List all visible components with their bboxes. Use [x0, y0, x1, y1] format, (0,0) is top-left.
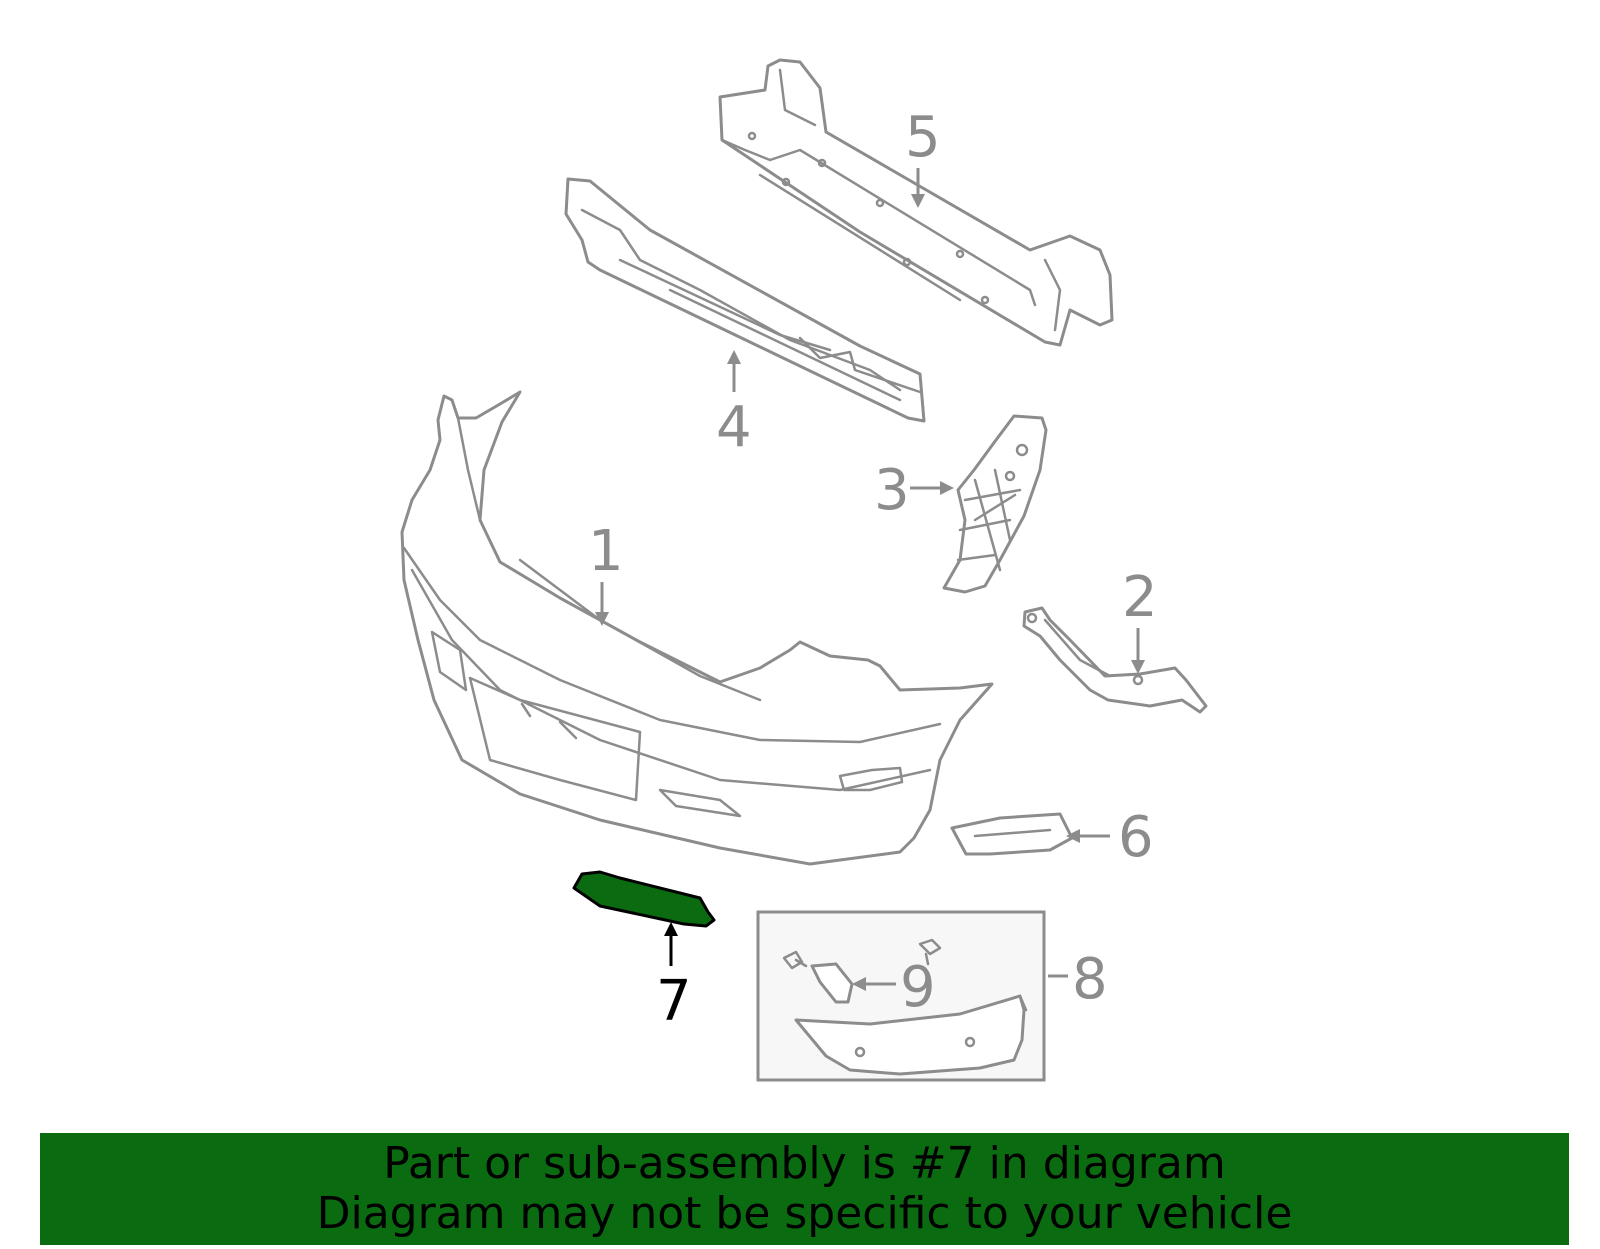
part-3-side-retainer[interactable] [942, 414, 1048, 594]
info-banner: Part or sub-assembly is #7 in diagram Di… [40, 1133, 1569, 1245]
callout-9: 9 [900, 955, 936, 1020]
part-6-reflector[interactable] [950, 812, 1074, 856]
callout-4: 4 [716, 395, 752, 460]
part-1-bumper-cover[interactable] [400, 390, 994, 866]
callout-arrows [595, 168, 1145, 991]
part-7-highlighted[interactable] [572, 870, 716, 928]
callout-1: 1 [588, 519, 624, 584]
part-4-energy-absorber[interactable] [564, 177, 926, 423]
callout-labels: 5 4 3 1 2 6 7 8 9 [588, 105, 1158, 1034]
part-9-clip[interactable] [782, 938, 942, 1004]
part-2-side-bracket[interactable] [1022, 606, 1208, 714]
callout-2: 2 [1122, 565, 1158, 630]
part-8-molding-kit-box[interactable] [756, 910, 1046, 1082]
banner-line-2: Diagram may not be specific to your vehi… [316, 1188, 1293, 1239]
banner-line-1: Part or sub-assembly is #7 in diagram [383, 1138, 1226, 1189]
callout-3: 3 [874, 458, 910, 523]
callout-7: 7 [656, 969, 692, 1034]
callout-5: 5 [905, 105, 941, 170]
callout-6: 6 [1118, 805, 1154, 870]
callout-8: 8 [1072, 947, 1108, 1012]
